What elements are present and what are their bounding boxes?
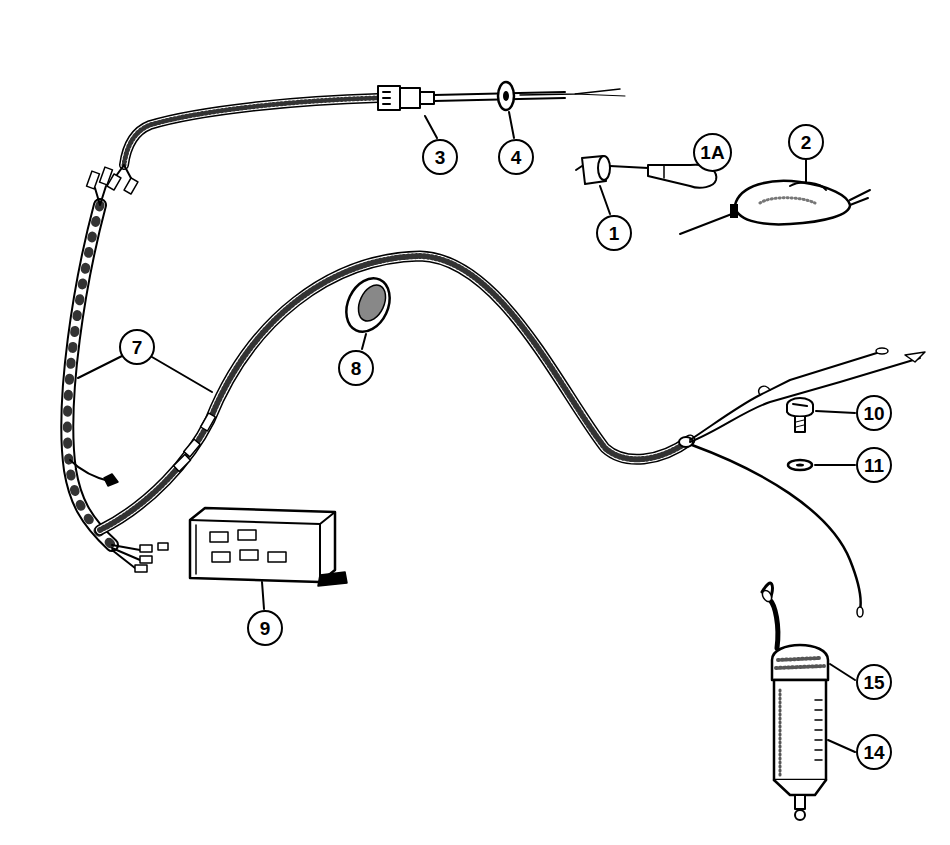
grommet [338, 271, 398, 339]
callout-number: 7 [132, 338, 143, 357]
callout-circle: 7 [119, 329, 155, 365]
main-cable [100, 256, 925, 617]
lamp-lens [680, 181, 870, 234]
callout-circle: 14 [856, 734, 892, 770]
washer [498, 82, 514, 110]
wiring-harness [67, 167, 168, 572]
washer [788, 460, 812, 470]
callout-number: 8 [351, 359, 362, 378]
bulb-holder [576, 156, 648, 184]
callout-circle: 2 [788, 124, 824, 160]
callout-number: 15 [863, 673, 884, 692]
callout-number: 9 [260, 619, 271, 638]
callout-circle: 3 [422, 139, 458, 175]
leader-lines [78, 112, 855, 752]
callout-number: 1A [700, 143, 724, 162]
callout-number: 14 [863, 743, 884, 762]
callout-number: 11 [864, 456, 884, 475]
callout-number: 10 [863, 404, 884, 423]
sender-unit [761, 583, 828, 820]
callout-circle: 9 [247, 610, 283, 646]
callout-circle: 8 [338, 350, 374, 386]
callout-number: 4 [511, 148, 522, 167]
callout-circle: 10 [856, 395, 892, 431]
callout-number: 3 [435, 148, 446, 167]
screw [787, 398, 813, 432]
relay [190, 508, 347, 586]
callout-circle: 1 [596, 215, 632, 251]
callout-number: 1 [609, 224, 620, 243]
callout-circle: 1A [693, 133, 732, 172]
callout-circle: 11 [856, 447, 892, 483]
callout-circle: 15 [856, 664, 892, 700]
switch-cable [107, 98, 378, 194]
callout-number: 2 [801, 133, 812, 152]
callout-circle: 4 [498, 139, 534, 175]
